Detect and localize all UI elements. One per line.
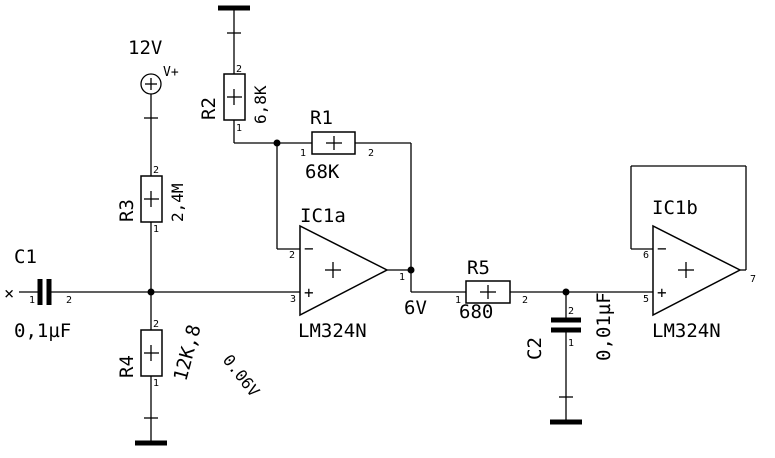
ic1a-ref: IC1a (300, 205, 346, 227)
opamp-ic1b (630, 165, 747, 317)
r5-pin1: 1 (455, 295, 461, 306)
ic1a-part: LM324N (298, 320, 367, 342)
c2-pin2: 2 (568, 306, 574, 317)
ic1b-pin-noninv: 5 (643, 294, 649, 305)
r3-pin2: 2 (153, 165, 159, 176)
r1-pin1: 1 (300, 148, 306, 159)
r2-pin2: 2 (236, 64, 242, 75)
ic1b-plus-sign: + (657, 283, 667, 302)
c1-pin2: 2 (66, 295, 72, 306)
r5-value: 680 (459, 301, 493, 323)
bias-voltage-label: 0.06V (219, 351, 264, 401)
ic1a-pin-inv: 2 (289, 250, 295, 261)
ic1a-pin-out: 1 (399, 272, 405, 283)
r3-pin1: 1 (153, 224, 159, 235)
r5-ref: R5 (467, 257, 490, 279)
r4-value: 12K,8 (170, 322, 206, 383)
c2-ref: C2 (524, 337, 546, 360)
resistor-r1 (311, 131, 412, 270)
r1-pin2: 2 (368, 148, 374, 159)
r1-value: 68K (305, 161, 340, 183)
resistor-r2 (218, 5, 312, 144)
capacitor-c1 (19, 279, 151, 305)
c1-ref: C1 (14, 246, 37, 268)
r2-value: 6,8K (251, 85, 270, 124)
opamp-ic1a (299, 224, 389, 317)
r2-pin1: 1 (236, 123, 242, 134)
input-marker: × (4, 284, 14, 304)
r3-value: 2,4M (168, 183, 187, 222)
r2-ref: R2 (198, 97, 220, 120)
capacitor-c2 (550, 292, 582, 425)
c2-pin1: 1 (568, 338, 574, 349)
resistor-r4 (135, 329, 167, 446)
resistor-r5 (465, 280, 653, 304)
ic1a-minus-sign: − (304, 239, 314, 258)
r4-ref: R4 (116, 355, 138, 378)
r3-ref: R3 (116, 199, 138, 222)
ic1b-part: LM324N (652, 320, 721, 342)
c1-pin1: 1 (29, 295, 35, 306)
ic1b-minus-sign: − (657, 239, 667, 258)
ic1a-plus-sign: + (304, 283, 314, 302)
ic1b-ref: IC1b (652, 197, 698, 219)
c1-value: 0,1µF (14, 320, 71, 342)
resistor-r3 (140, 175, 163, 330)
r4-pin1: 1 (153, 378, 159, 389)
r1-ref: R1 (310, 107, 333, 129)
supply-name-label: V+ (163, 65, 179, 80)
output-voltage-label: 6V (404, 297, 427, 319)
supply-symbol (140, 73, 162, 176)
supply-voltage-label: 12V (128, 37, 162, 59)
ic1a-pin-noninv: 3 (290, 294, 296, 305)
c2-value: 0,01µF (593, 292, 615, 361)
ic1b-pin-out: 7 (750, 274, 756, 285)
ic1b-pin-inv: 6 (643, 250, 649, 261)
r4-pin2: 2 (153, 319, 159, 330)
r5-pin2: 2 (522, 295, 528, 306)
